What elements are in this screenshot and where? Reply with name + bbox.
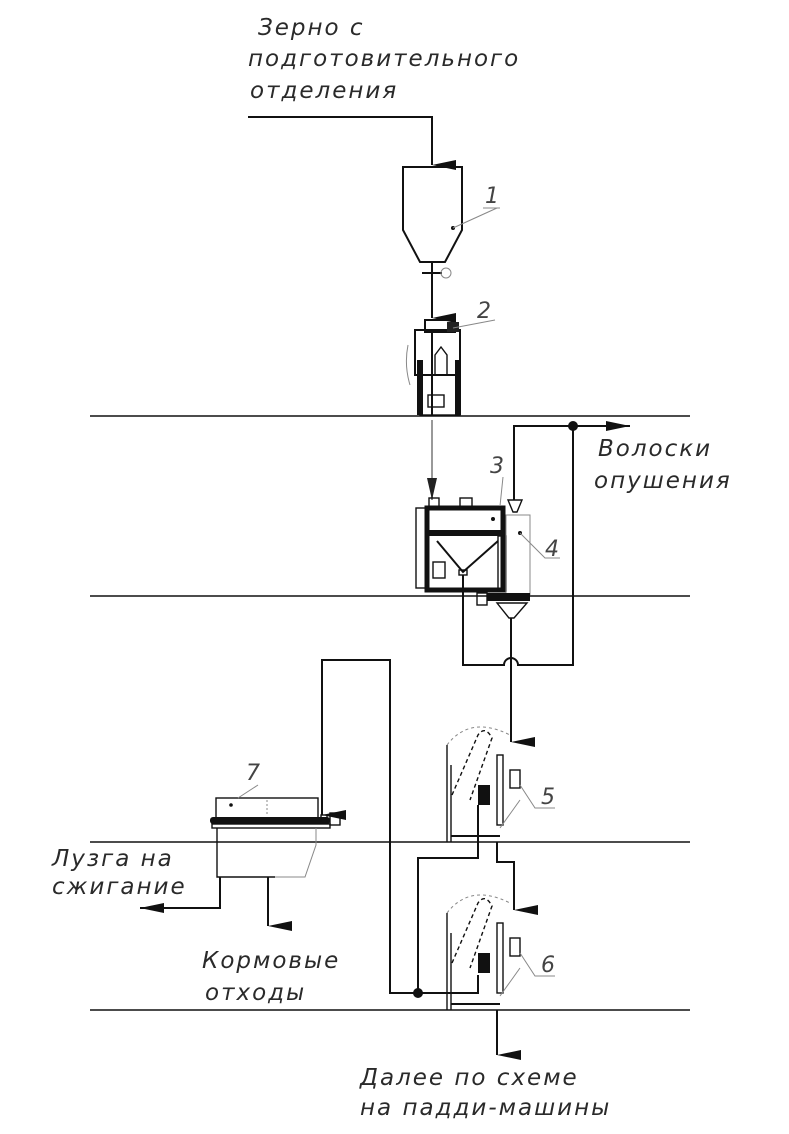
husk-line-to-7 <box>321 659 479 994</box>
input-flow-arrow <box>248 116 456 170</box>
machine-3 <box>415 476 507 593</box>
machine-2 <box>405 319 496 416</box>
input-label-line2: подготовительного <box>248 46 520 72</box>
husk-line-5 <box>417 805 479 993</box>
hopper-1 <box>402 166 500 263</box>
input-label-line3: отделения <box>250 78 398 104</box>
output-label-line1: Далее по схеме <box>359 1065 579 1091</box>
junction-dot <box>413 988 423 998</box>
fuzz-label-line2: опушения <box>594 468 732 494</box>
husk-label-line2: сжигание <box>52 874 187 900</box>
separator-7 <box>210 784 341 878</box>
equipment-number-5: 5 <box>541 785 555 810</box>
machine-5 <box>446 726 555 842</box>
valve-handle-icon <box>440 267 452 279</box>
output-label-line2: на падди-машины <box>360 1095 611 1121</box>
husk-label-line1: Лузга на <box>51 846 174 872</box>
feed-label-line1: Кормовые <box>202 948 340 974</box>
equipment-number-2: 2 <box>477 299 491 324</box>
equipment-number-7: 7 <box>246 761 260 786</box>
husk-output-arrow <box>140 877 221 913</box>
feed-label-line2: отходы <box>205 980 306 1006</box>
fuzz-label-line1: Волоски <box>598 436 712 462</box>
flow-arrowhead <box>427 478 437 500</box>
fuzz-output-arrow <box>513 421 630 500</box>
equipment-number-4: 4 <box>545 537 559 562</box>
equipment-number-1: 1 <box>485 184 499 209</box>
equipment-number-6: 6 <box>541 953 555 978</box>
aspirator-4 <box>476 499 560 619</box>
input-label-line1: Зерно с <box>258 15 365 41</box>
equipment-number-3: 3 <box>490 454 504 479</box>
flow-to-machine-6 <box>496 842 538 915</box>
